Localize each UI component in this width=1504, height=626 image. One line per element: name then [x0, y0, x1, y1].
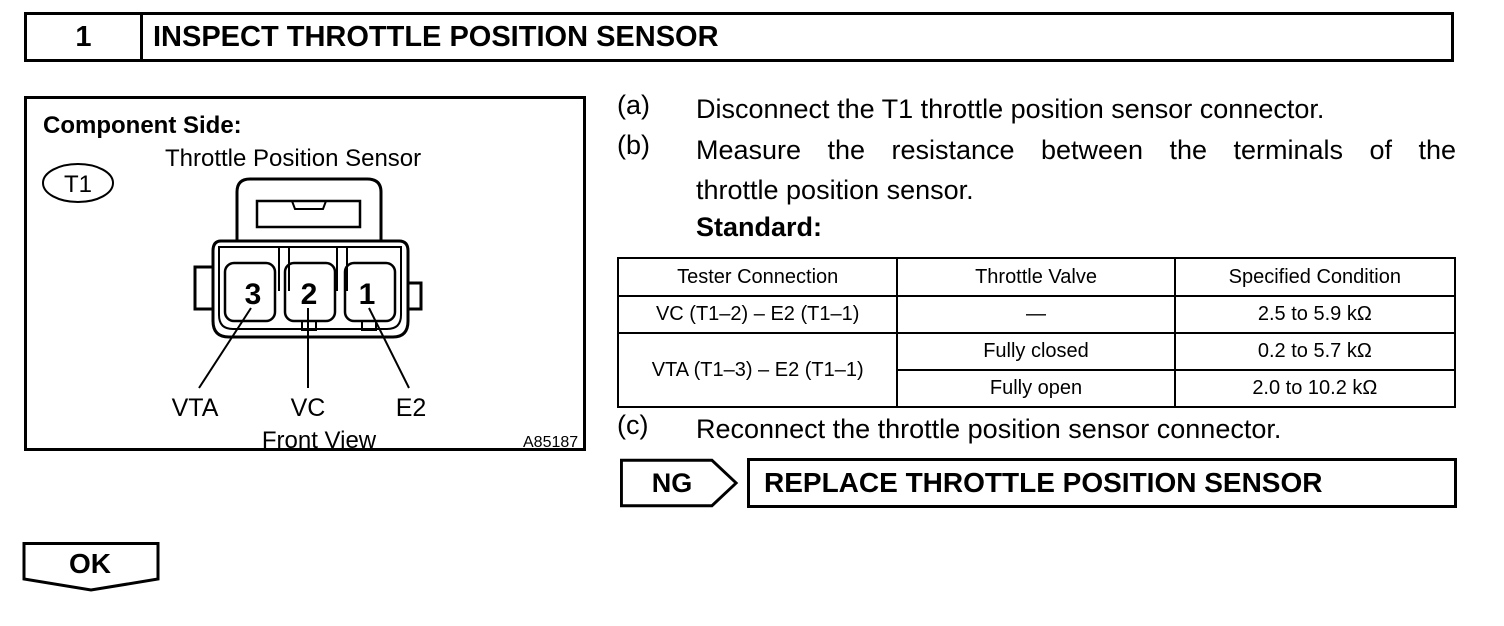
connector-id-oval — [42, 163, 114, 203]
cell-condition: 2.0 to 10.2 kΩ — [1173, 369, 1457, 408]
latch-window — [255, 199, 362, 229]
step-b-text-line2: throttle position sensor. — [696, 175, 974, 205]
header-throttle-valve: Throttle Valve — [896, 257, 1176, 297]
table-header-row: Tester Connection Throttle Valve Specifi… — [616, 257, 1457, 297]
ok-arrow-icon — [22, 542, 160, 592]
connector-figure: Component Side: T1 Throttle Position Sen… — [24, 96, 586, 454]
pin-number-1: 1 — [359, 278, 376, 311]
figure-code: A85187 — [523, 434, 578, 451]
step-a-text: Disconnect the T1 throttle position sens… — [696, 94, 1325, 124]
leader-vta — [198, 307, 252, 389]
cell-valve: — — [896, 295, 1176, 334]
terminal-e2-label: E2 — [396, 394, 427, 422]
sensor-name-label: Throttle Position Sensor — [165, 145, 421, 172]
terminal-vta-label: VTA — [172, 394, 219, 422]
cell-valve: Fully open — [896, 369, 1176, 408]
step-b-text-line1: Measure the resistance between the termi… — [696, 135, 1456, 165]
ok-branch: OK — [22, 542, 162, 592]
front-view-label: Front View — [262, 427, 377, 454]
ok-label: OK — [69, 548, 111, 579]
step-title: INSPECT THROTTLE POSITION SENSOR — [153, 20, 719, 53]
step-c-label: (c) — [617, 410, 649, 440]
step-a-label: (a) — [617, 90, 650, 120]
connector-id: T1 — [64, 171, 92, 198]
ng-arrow-icon — [620, 458, 739, 508]
table-row: VTA (T1–3) – E2 (T1–1) Fully closed 0.2 … — [616, 332, 1457, 408]
table-row: VC (T1–2) – E2 (T1–1) — 2.5 to 5.9 kΩ — [616, 295, 1457, 334]
header-tester-connection: Tester Connection — [616, 257, 899, 297]
connector-diagram: Component Side: T1 Throttle Position Sen… — [42, 112, 578, 454]
component-side-label: Component Side: — [43, 112, 242, 139]
connector-latch — [235, 177, 383, 241]
step-b-label: (b) — [617, 130, 650, 160]
cell-valve: Fully closed — [896, 332, 1176, 371]
cell-connection: VC (T1–2) – E2 (T1–1) — [616, 295, 899, 334]
step-c-text: Reconnect the throttle position sensor c… — [696, 414, 1282, 444]
connector-housing — [211, 239, 410, 339]
step-number: 1 — [27, 15, 143, 59]
spec-table: Tester Connection Throttle Valve Specifi… — [616, 257, 1457, 408]
pin-cavity-3 — [223, 261, 277, 323]
step-header: 1 INSPECT THROTTLE POSITION SENSOR — [24, 12, 1454, 62]
leader-e2 — [368, 307, 410, 389]
pin-number-3: 3 — [245, 278, 262, 311]
table-row: Fully open 2.0 to 10.2 kΩ — [618, 369, 1457, 408]
ng-action: REPLACE THROTTLE POSITION SENSOR — [747, 458, 1457, 508]
header-specified-condition: Specified Condition — [1173, 257, 1457, 297]
terminal-vc-label: VC — [291, 394, 326, 422]
cell-connection: VTA (T1–3) – E2 (T1–1) — [616, 332, 899, 408]
cell-condition: 2.5 to 5.9 kΩ — [1173, 295, 1457, 334]
standard-heading: Standard: — [696, 212, 823, 242]
pin-number-2: 2 — [301, 278, 318, 311]
ng-label: NG — [651, 467, 693, 498]
cell-condition: 0.2 to 5.7 kΩ — [1173, 332, 1457, 371]
